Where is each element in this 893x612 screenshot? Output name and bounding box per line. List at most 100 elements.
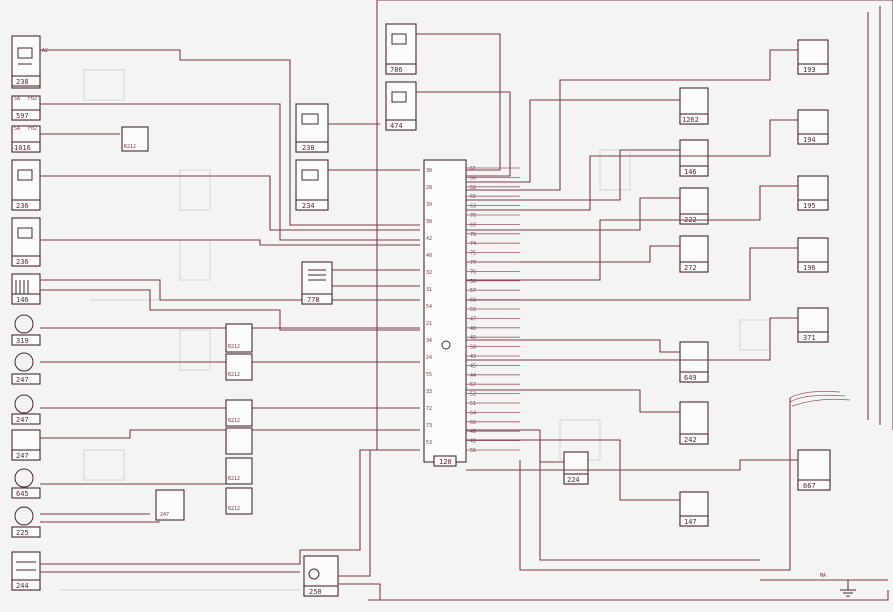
pin-right-52: 52 (470, 392, 476, 398)
pin-right-59: 59 (470, 307, 476, 313)
pin-left-32: 32 (426, 270, 432, 276)
component-195-label: 195 (803, 202, 816, 210)
component-242-label: 242 (684, 436, 697, 444)
svg-text:247: 247 (160, 512, 169, 518)
component-778-label: 778 (307, 296, 320, 304)
component-244-label: 244 (16, 582, 29, 590)
pin-right-44: 44 (470, 373, 476, 379)
pin-right-60: 60 (470, 420, 476, 426)
component-146b-label: 146 (684, 168, 697, 176)
pin-right-58: 58 (470, 345, 476, 351)
component-225-label: 225 (16, 529, 29, 537)
svg-text:R212: R212 (228, 418, 240, 424)
pin-left-73: 73 (426, 423, 432, 429)
pin-left-53: 53 (426, 440, 432, 446)
component-645-label: 645 (16, 490, 29, 498)
component-236a-label: 236 (16, 202, 29, 210)
pin-left-30: 30 (426, 168, 432, 174)
inline-connectors: R212 R212 R212 R212 R212 R212 247 (121, 126, 253, 521)
component-247b-label: 247 (16, 416, 29, 424)
central-unit-label: 120 (439, 458, 452, 466)
component-238b-label: 238 (302, 144, 315, 152)
pin-right-64: 64 (470, 410, 476, 416)
ground-symbol: MA (820, 573, 856, 597)
svg-text:5A: 5A (14, 126, 20, 132)
pin-left-34: 34 (426, 338, 432, 344)
component-319-label: 319 (16, 337, 29, 345)
pin-right-49: 49 (470, 335, 476, 341)
pin-right-50: 50 (470, 279, 476, 285)
central-unit-pins: 3028393842403231542134245533727353616662… (426, 166, 520, 454)
central-unit-120: 120 (423, 159, 467, 467)
component-667-label: 667 (803, 482, 816, 490)
component-597-label: 597 (16, 112, 29, 120)
top-relays: 786 474 (385, 23, 511, 177)
component-250-label: 250 (309, 588, 322, 596)
pin-right-76: 76 (470, 269, 476, 275)
pin-left-31: 31 (426, 287, 432, 293)
pin-left-39: 39 (426, 202, 432, 208)
pin-right-43: 43 (470, 354, 476, 360)
pin-left-72: 72 (426, 406, 432, 412)
svg-text:R212: R212 (228, 344, 240, 350)
component-236b-label: 236 (16, 258, 29, 266)
pin-right-51: 51 (470, 401, 476, 407)
svg-text:5A: 5A (14, 96, 20, 102)
svg-text:F02: F02 (28, 96, 37, 102)
component-1262-label: 1262 (682, 116, 699, 124)
component-247c-label: 247 (16, 452, 29, 460)
component-474-label: 474 (390, 122, 403, 130)
middle-components: 238 234 778 250 (295, 103, 420, 600)
pin-left-21: 21 (426, 321, 432, 327)
svg-text:R212: R212 (124, 144, 136, 150)
component-238-label: 238 (16, 78, 29, 86)
component-147-label: 147 (684, 518, 697, 526)
harness-bundle (519, 390, 888, 581)
right-components: 1262 146 222 272 649 242 224 147 193 (466, 39, 831, 527)
pin-right-45: 45 (470, 363, 476, 369)
pin-right-61: 61 (470, 166, 476, 172)
component-193-label: 193 (803, 66, 816, 74)
pin-right-46: 46 (470, 429, 476, 435)
pin-left-33: 33 (426, 389, 432, 395)
pin-right-62: 62 (470, 185, 476, 191)
component-371-label: 371 (803, 334, 816, 342)
pin-right-63: 63 (470, 204, 476, 210)
pin-right-69: 69 (470, 222, 476, 228)
component-786-label: 786 (390, 66, 403, 74)
pin-right-78: 78 (470, 232, 476, 238)
pin-left-24: 24 (426, 355, 432, 361)
svg-text:R212: R212 (228, 506, 240, 512)
component-146-label: 146 (16, 296, 29, 304)
pin-right-41: 41 (470, 439, 476, 445)
component-194-label: 194 (803, 136, 816, 144)
pin-left-54: 54 (426, 304, 432, 310)
component-649-label: 649 (684, 374, 697, 382)
component-247a-label: 247 (16, 376, 29, 384)
pin-right-65: 65 (470, 194, 476, 200)
pin-right-75: 75 (470, 251, 476, 257)
svg-text:A2: A2 (42, 48, 48, 54)
svg-text:MA: MA (820, 573, 826, 579)
pin-left-38: 38 (426, 219, 432, 225)
left-components: 238 A2 597 5A F02 1016 5A F02 236 236 14 (11, 35, 420, 591)
pin-left-40: 40 (426, 253, 432, 259)
component-234-label: 234 (302, 202, 315, 210)
svg-text:R212: R212 (228, 476, 240, 482)
pin-right-57: 57 (470, 288, 476, 294)
svg-text:R212: R212 (228, 372, 240, 378)
pin-right-67: 67 (470, 382, 476, 388)
pin-left-28: 28 (426, 185, 432, 191)
pin-right-48: 48 (470, 326, 476, 332)
svg-text:F02: F02 (28, 126, 37, 132)
component-1016-label: 1016 (14, 144, 31, 152)
pin-right-74: 74 (470, 241, 476, 247)
component-224-label: 224 (567, 476, 580, 484)
pin-right-68: 68 (470, 298, 476, 304)
pin-left-42: 42 (426, 236, 432, 242)
pin-left-55: 55 (426, 372, 432, 378)
component-272-label: 272 (684, 264, 697, 272)
component-196-label: 196 (803, 264, 816, 272)
